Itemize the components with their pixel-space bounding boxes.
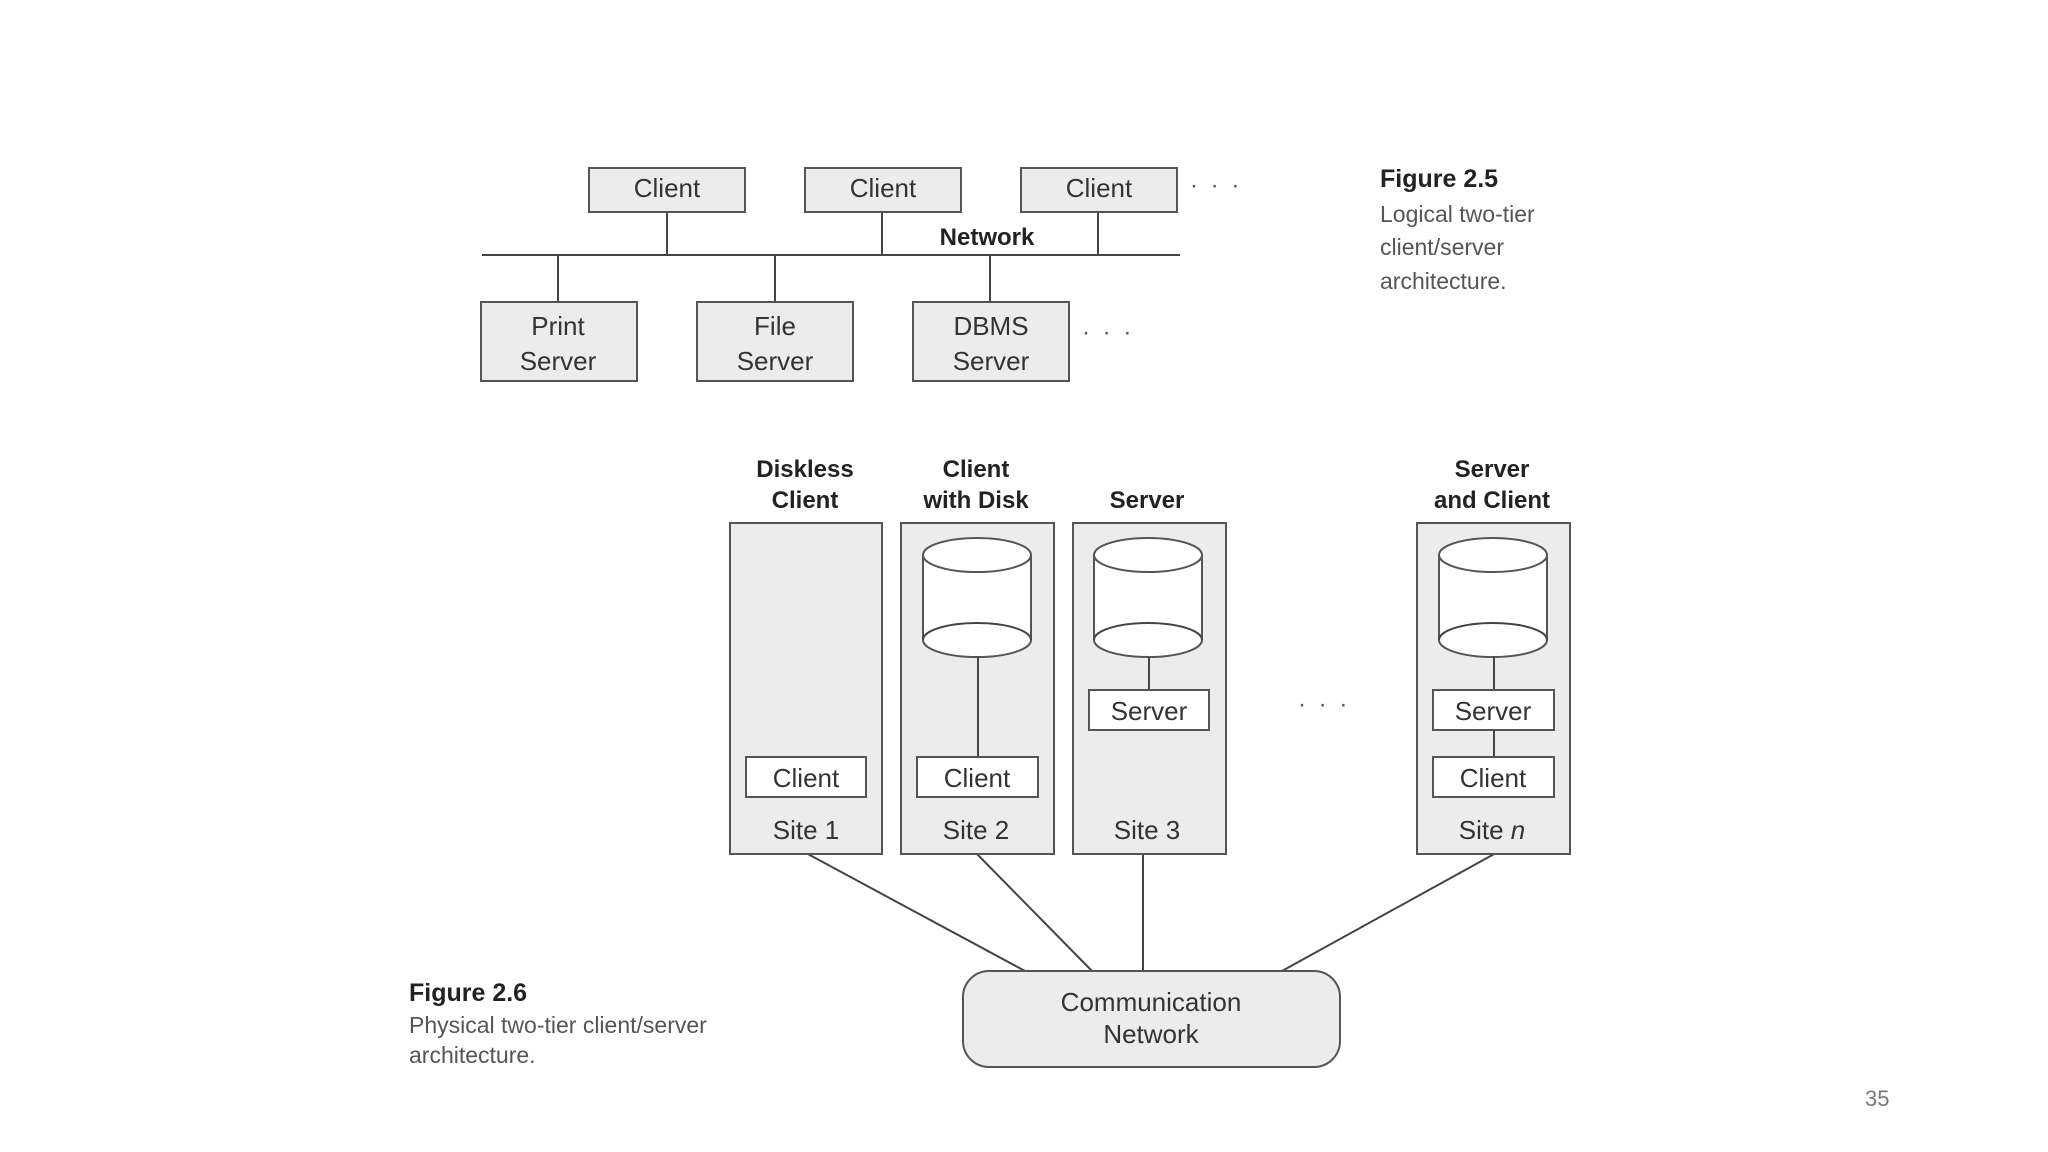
- client-node: Client: [1020, 167, 1178, 213]
- figure-2-6: Diskless Client Client Site 1 Client wit…: [409, 456, 1571, 1068]
- network-label-line1: Communication: [1061, 987, 1242, 1017]
- link-line: [1281, 852, 1497, 972]
- figure-2-5-caption: Figure 2.5 Logical two-tier client/serve…: [1380, 165, 1535, 294]
- server-label-line2: Server: [520, 346, 597, 376]
- server-label-line1: DBMS: [953, 311, 1028, 341]
- site-heading: with Disk: [922, 487, 1029, 514]
- site-label: Site 3: [1114, 815, 1181, 845]
- communication-network: Communication Network: [962, 970, 1341, 1068]
- server-label-line2: Server: [737, 346, 814, 376]
- site-heading: Server: [1110, 487, 1185, 514]
- disk-icon: [1438, 537, 1548, 658]
- file-server-node: File Server: [696, 301, 854, 382]
- server-label-line1: File: [754, 311, 796, 341]
- site-heading: Server: [1455, 456, 1530, 483]
- site-heading: Client: [943, 456, 1010, 483]
- server-label-line2: Server: [953, 346, 1030, 376]
- network-label: Network: [940, 224, 1035, 251]
- clients-ellipsis: · · ·: [1190, 172, 1242, 199]
- server-label: Server: [1455, 696, 1532, 726]
- caption-line: architecture.: [409, 1042, 536, 1068]
- sites-ellipsis: · · ·: [1298, 691, 1350, 718]
- site-n-server-and-client: Server and Client Server Client Site n: [1416, 456, 1571, 855]
- figure-2-5: Client Client Client · · · Network Print…: [480, 165, 1535, 382]
- site-label: Site n: [1459, 815, 1526, 845]
- site-heading: and Client: [1434, 487, 1550, 514]
- page-number: 35: [1865, 1086, 1889, 1111]
- disk-icon: [1093, 537, 1203, 658]
- servers-ellipsis: · · ·: [1082, 319, 1134, 346]
- server-label-line1: Print: [531, 311, 585, 341]
- client-label: Client: [1066, 173, 1133, 203]
- site-label: Site 1: [773, 815, 840, 845]
- client-label: Client: [944, 763, 1011, 793]
- site-heading: Diskless: [756, 456, 853, 483]
- caption-line: client/server: [1380, 234, 1504, 260]
- site-heading: Client: [772, 487, 839, 514]
- figure-2-6-caption: Figure 2.6 Physical two-tier client/serv…: [409, 979, 707, 1068]
- dbms-server-node: DBMS Server: [912, 301, 1070, 382]
- link-line: [805, 852, 1026, 972]
- site-3-server: Server Server Site 3: [1072, 487, 1227, 855]
- disk-icon: [922, 537, 1032, 658]
- caption-line: Logical two-tier: [1380, 201, 1535, 227]
- caption-line: Physical two-tier client/server: [409, 1012, 707, 1038]
- caption-title: Figure 2.6: [409, 979, 527, 1007]
- client-label: Client: [850, 173, 917, 203]
- server-label: Server: [1111, 696, 1188, 726]
- caption-line: architecture.: [1380, 268, 1507, 294]
- client-label: Client: [634, 173, 701, 203]
- site-label: Site 2: [943, 815, 1010, 845]
- client-label: Client: [773, 763, 840, 793]
- client-node: Client: [804, 167, 962, 213]
- caption-title: Figure 2.5: [1380, 165, 1498, 193]
- client-label: Client: [1460, 763, 1527, 793]
- site-2-client-with-disk: Client with Disk Client Site 2: [900, 456, 1055, 855]
- site-1-diskless-client: Diskless Client Client Site 1: [729, 456, 883, 855]
- link-line: [975, 852, 1093, 972]
- network-label-line2: Network: [1103, 1019, 1199, 1049]
- print-server-node: Print Server: [480, 301, 638, 382]
- client-node: Client: [588, 167, 746, 213]
